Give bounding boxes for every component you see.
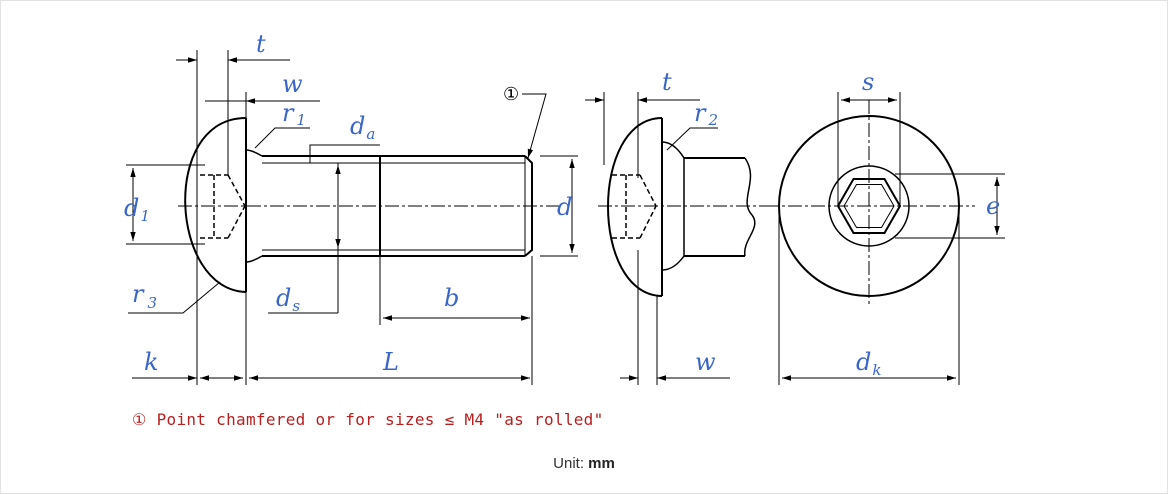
label-dk: dk bbox=[856, 348, 881, 379]
callout-1: ① bbox=[503, 84, 519, 105]
label-w-top: w bbox=[282, 70, 303, 98]
label-ds: ds bbox=[276, 284, 300, 315]
underhead-fillet bbox=[245, 149, 263, 157]
label-d1: d1 bbox=[124, 194, 150, 225]
unit-value: mm bbox=[588, 455, 615, 472]
break-line bbox=[744, 157, 756, 257]
label-t-left: t bbox=[256, 30, 266, 58]
chamfer-note: ① Point chamfered or for sizes ≤ M4 "as … bbox=[132, 410, 604, 429]
label-L: L bbox=[382, 348, 399, 376]
head-dome-outline bbox=[184, 117, 247, 293]
end-view bbox=[765, 100, 975, 305]
unit-prefix: Unit: bbox=[553, 455, 584, 472]
side-view bbox=[178, 117, 560, 293]
label-b: b bbox=[444, 284, 459, 312]
label-t-right: t bbox=[662, 68, 672, 96]
label-e: e bbox=[986, 192, 1000, 220]
socket-hidden-lines bbox=[200, 174, 246, 239]
end-dimensions bbox=[778, 92, 1005, 385]
label-d: d bbox=[557, 193, 572, 221]
unit-label: Unit: mm bbox=[0, 455, 1168, 472]
label-s: s bbox=[862, 68, 874, 96]
label-k: k bbox=[144, 348, 159, 376]
partial-side-view bbox=[598, 117, 770, 297]
label-w-bottom: w bbox=[695, 348, 716, 376]
side-dimensions bbox=[126, 50, 578, 385]
label-da: da bbox=[350, 112, 375, 143]
partial-dimensions bbox=[585, 92, 730, 385]
